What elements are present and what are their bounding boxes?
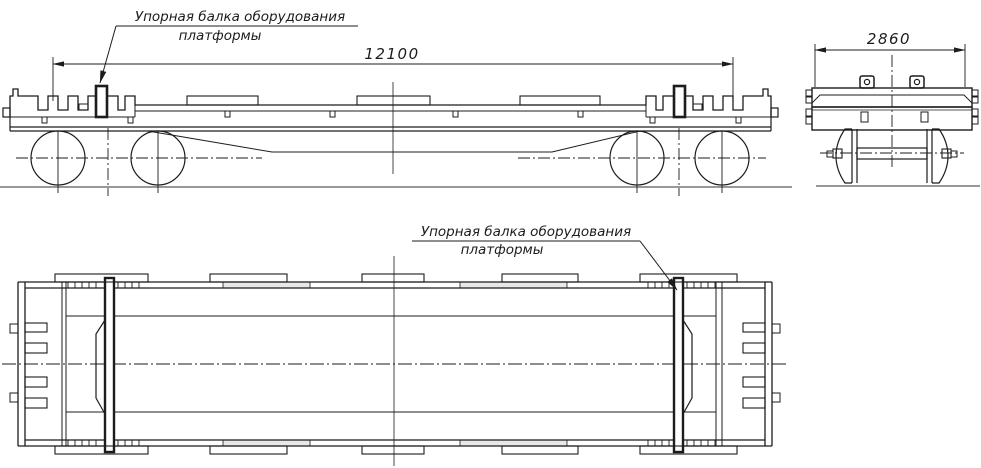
end-view [805, 55, 980, 187]
axle [856, 147, 928, 160]
thrust-beam-right [672, 84, 687, 119]
coupler-bar [692, 103, 703, 111]
top-view [2, 256, 788, 466]
end-sill-lines [61, 282, 723, 446]
end-teeth [24, 322, 766, 409]
lifting-eye [909, 75, 925, 89]
side-clips [805, 89, 979, 125]
hanger-tab [860, 111, 869, 123]
edge-pads [54, 273, 738, 455]
thrust-beam-right [672, 276, 685, 454]
left-buffer-nub [2, 107, 11, 118]
beam-bracket-left [95, 319, 106, 415]
leader-line [639, 240, 678, 291]
eye-hole [913, 78, 921, 86]
lifting-eye [859, 75, 875, 89]
center-sill [147, 130, 641, 153]
bottom-chord [9, 117, 772, 132]
axle-cap [826, 150, 834, 158]
beam-label-bottom-line1: Упорная балка оборудования [421, 224, 631, 240]
longitudinal-beams [66, 315, 716, 413]
beam-label-bottom-line2: платформы [461, 242, 544, 258]
axle-lines [57, 131, 723, 193]
platform-profile [9, 88, 772, 117]
deck-lines [10, 105, 771, 118]
hanger-tab [920, 111, 929, 123]
axle-cap [950, 150, 958, 158]
deck-strip [222, 439, 311, 447]
end-clips [9, 323, 781, 403]
thrust-beam-left [103, 276, 116, 454]
beam-label-top-line2: платформы [179, 28, 262, 44]
dimension-width-value: 2860 [867, 30, 911, 48]
dimension-length-value: 12100 [364, 45, 419, 63]
thrust-beam-left [94, 84, 109, 119]
deck-pad [186, 95, 259, 106]
beam-label-top-line1: Упорная балка оборудования [135, 9, 345, 25]
beam-callout-top: Упорная балка оборудования платформы [99, 9, 358, 84]
deck-strip [222, 281, 311, 289]
dimension-length: 12100 [52, 45, 734, 101]
beam-bracket-right [682, 319, 693, 415]
side-view [0, 82, 792, 196]
axle-journal [941, 148, 952, 159]
deck-strip [459, 281, 568, 289]
beam-callout-bottom: Упорная балка оборудования платформы [412, 224, 678, 291]
wheel-left [835, 128, 858, 184]
deck-strip [459, 439, 568, 447]
bogie-centerlines [107, 128, 680, 196]
leader-line [99, 25, 117, 84]
wheel-right [926, 128, 949, 184]
dimension-width: 2860 [814, 30, 966, 87]
eye-hole [863, 78, 871, 86]
deck-pad [356, 95, 431, 106]
axle-journal [832, 148, 843, 159]
right-buffer-nub [770, 107, 779, 118]
deck-pad [519, 95, 601, 106]
coupler-bar [78, 103, 89, 111]
frame-tabs [41, 110, 742, 124]
